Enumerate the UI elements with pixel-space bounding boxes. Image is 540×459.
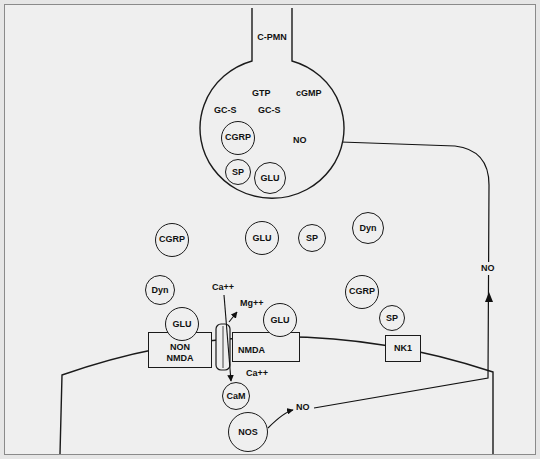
chemical-label: GTP — [252, 88, 271, 99]
arrowhead — [485, 292, 493, 302]
transmitter: CGRP — [345, 275, 379, 309]
node-text: GLU — [173, 319, 192, 330]
node-text: CaM — [226, 391, 245, 402]
transmitter: SP — [379, 305, 405, 331]
calcium-arrow — [224, 295, 231, 381]
vesicle: SP — [225, 159, 251, 185]
enzyme: NOS — [228, 412, 268, 452]
node-text: SP — [306, 233, 318, 244]
chemical-label: GC-S — [214, 105, 237, 116]
transmitter: Dyn — [145, 275, 175, 305]
chemical-label: Ca++ — [246, 368, 268, 379]
channel-pore — [223, 326, 224, 368]
chemical-label: Mg++ — [240, 298, 264, 309]
bound-ligand: GLU — [263, 303, 297, 337]
node-text: SP — [232, 167, 244, 178]
receptor-box: NMDA — [232, 332, 300, 362]
node-text: NOS — [238, 427, 258, 438]
transmitter: GLU — [245, 221, 279, 255]
node-text: NMDA — [238, 345, 265, 356]
node-text: CGRP — [225, 132, 251, 143]
receptor-box: NK1 — [385, 335, 421, 362]
bound-ligand: GLU — [165, 307, 199, 341]
chemical-label: NO — [480, 262, 496, 275]
node-text: Dyn — [359, 223, 376, 234]
no-diffusion-arrow — [312, 141, 489, 408]
chemical-label: NO — [296, 402, 310, 413]
chemical-label: Ca++ — [212, 282, 234, 293]
vesicle: CGRP — [221, 121, 255, 155]
node-text: GLU — [271, 315, 290, 326]
magnesium-arrow — [229, 312, 237, 322]
vesicle: GLU — [254, 162, 286, 194]
chemical-label: cGMP — [296, 88, 322, 99]
transmitter: Dyn — [352, 212, 384, 244]
node-text: SP — [386, 313, 398, 324]
transmitter: SP — [298, 224, 326, 252]
transmitter: CGRP — [155, 223, 189, 257]
node-text: CGRP — [159, 234, 185, 245]
node-text: C-PMN — [252, 32, 292, 43]
chemical-label: NO — [293, 135, 307, 146]
terminal-membrane — [200, 8, 344, 198]
node-text: GLU — [261, 173, 280, 184]
node-text: NON NMDA — [163, 342, 197, 364]
node-text: CGRP — [349, 286, 375, 297]
node-text: Dyn — [151, 285, 168, 296]
nos-arrow — [268, 410, 293, 428]
chemical-label: GC-S — [258, 105, 281, 116]
node-text: NK1 — [394, 343, 412, 354]
calmodulin: CaM — [222, 382, 250, 410]
node-text: GLU — [253, 233, 272, 244]
